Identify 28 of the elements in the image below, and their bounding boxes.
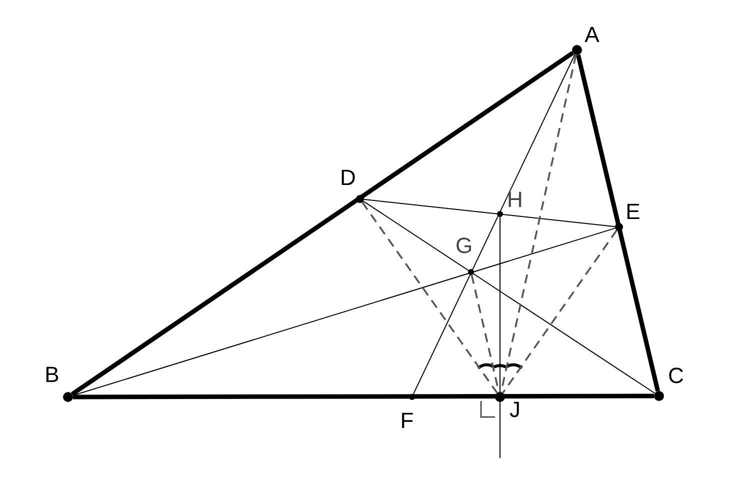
point [615,223,623,231]
line-segment [576,54,660,392]
point [497,211,503,217]
line-segment [363,198,616,228]
point [63,392,73,402]
line-segment [362,200,656,394]
point-label: H [507,189,523,211]
line-segment [72,228,616,396]
line-segment [70,50,574,396]
line-segment [500,54,577,392]
line-segment [362,202,498,394]
line-segment [502,230,618,394]
point [356,195,364,203]
point [654,391,664,401]
point-label: C [668,365,684,387]
point [572,45,582,55]
point-label: A [584,24,600,46]
point-label: B [44,364,60,386]
line-segment [470,274,500,392]
point [468,269,474,275]
point [495,392,505,402]
point-label: J [510,399,520,421]
point-label: D [340,167,356,189]
point-label: E [626,201,640,223]
line-segment [73,394,654,400]
line-segment [412,54,576,395]
point-label: G [455,235,473,257]
point-label: F [400,410,414,432]
